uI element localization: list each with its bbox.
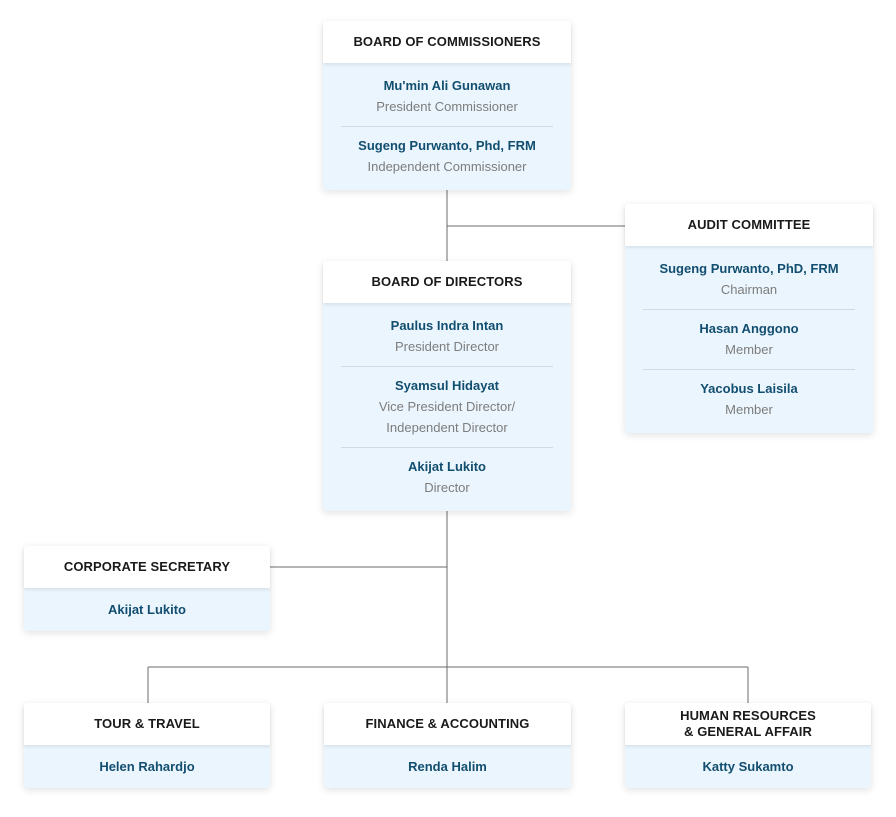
corporate-secretary-box: CORPORATE SECRETARY Akijat Lukito bbox=[24, 546, 270, 631]
commissioner-entry: Mu'min Ali Gunawan President Commissione… bbox=[341, 67, 553, 127]
director-entry: Syamsul Hidayat Vice President Director/… bbox=[341, 367, 553, 448]
finance-accounting-entry: Renda Halim bbox=[342, 745, 553, 788]
audit-committee-title: AUDIT COMMITTEE bbox=[625, 204, 873, 246]
corporate-secretary-title: CORPORATE SECRETARY bbox=[24, 546, 270, 588]
board-of-directors-box: BOARD OF DIRECTORS Paulus Indra Intan Pr… bbox=[323, 261, 571, 511]
member-name: Renda Halim bbox=[408, 759, 487, 774]
director-entry: Akijat Lukito Director bbox=[341, 448, 553, 507]
hr-general-affair-entry: Katty Sukamto bbox=[643, 745, 853, 788]
hr-general-affair-box: HUMAN RESOURCES & GENERAL AFFAIR Katty S… bbox=[625, 703, 871, 788]
director-entry: Paulus Indra Intan President Director bbox=[341, 307, 553, 367]
member-name: Akijat Lukito bbox=[107, 602, 186, 617]
member-name: Syamsul Hidayat bbox=[394, 378, 500, 393]
audit-committee-entry: Hasan Anggono Member bbox=[643, 310, 855, 370]
audit-committee-box: AUDIT COMMITTEE Sugeng Purwanto, PhD, FR… bbox=[625, 204, 873, 433]
board-of-commissioners-title: BOARD OF COMMISSIONERS bbox=[323, 21, 571, 63]
member-name: Sugeng Purwanto, PhD, FRM bbox=[659, 261, 839, 276]
member-name: Mu'min Ali Gunawan bbox=[383, 78, 511, 93]
tour-travel-box: TOUR & TRAVEL Helen Rahardjo bbox=[24, 703, 270, 788]
finance-accounting-box: FINANCE & ACCOUNTING Renda Halim bbox=[324, 703, 571, 788]
member-name: Akijat Lukito bbox=[407, 459, 486, 474]
member-role: Director bbox=[424, 480, 470, 495]
member-name: Hasan Anggono bbox=[699, 321, 799, 336]
tour-travel-entry: Helen Rahardjo bbox=[42, 745, 252, 788]
member-name: Yacobus Laisila bbox=[700, 381, 798, 396]
hr-general-affair-title: HUMAN RESOURCES & GENERAL AFFAIR bbox=[625, 703, 871, 745]
tour-travel-title: TOUR & TRAVEL bbox=[24, 703, 270, 745]
member-name: Sugeng Purwanto, Phd, FRM bbox=[358, 138, 536, 153]
finance-accounting-title: FINANCE & ACCOUNTING bbox=[324, 703, 571, 745]
member-role: President Commissioner bbox=[376, 99, 518, 114]
member-role: Independent Commissioner bbox=[367, 159, 527, 174]
audit-committee-entry: Sugeng Purwanto, PhD, FRM Chairman bbox=[643, 250, 855, 310]
member-role: Member bbox=[725, 402, 773, 417]
board-of-commissioners-box: BOARD OF COMMISSIONERS Mu'min Ali Gunawa… bbox=[323, 21, 571, 190]
member-role: Chairman bbox=[720, 282, 778, 297]
member-name: Helen Rahardjo bbox=[99, 759, 195, 774]
board-of-directors-title: BOARD OF DIRECTORS bbox=[323, 261, 571, 303]
member-name: Paulus Indra Intan bbox=[390, 318, 504, 333]
commissioner-entry: Sugeng Purwanto, Phd, FRM Independent Co… bbox=[341, 127, 553, 186]
audit-committee-entry: Yacobus Laisila Member bbox=[643, 370, 855, 429]
corporate-secretary-entry: Akijat Lukito bbox=[42, 588, 252, 631]
member-name: Katty Sukamto bbox=[702, 759, 794, 774]
member-role: President Director bbox=[394, 339, 500, 354]
member-role: Vice President Director/ Independent Dir… bbox=[378, 399, 516, 435]
member-role: Member bbox=[725, 342, 773, 357]
